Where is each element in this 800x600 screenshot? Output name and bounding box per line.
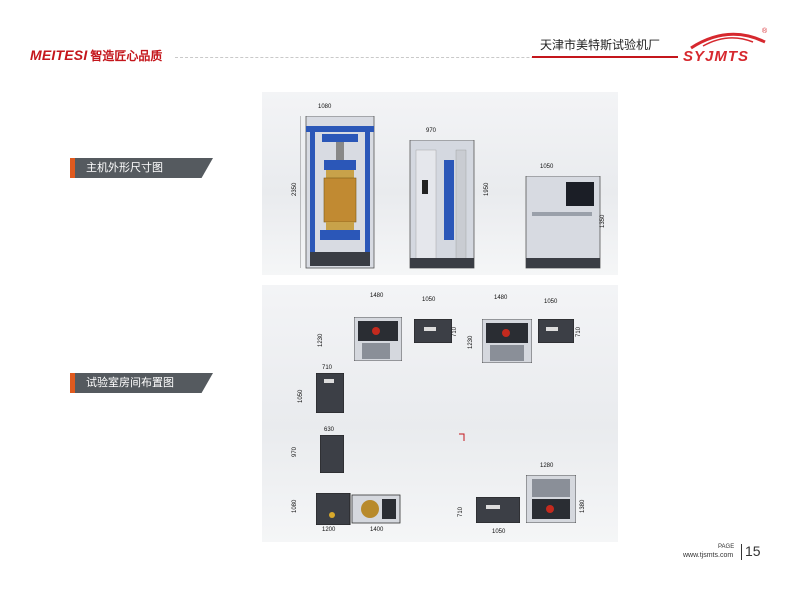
layout-f-width-dim: 630 xyxy=(324,427,335,433)
layout-g-width1-dim: 1200 xyxy=(322,527,336,533)
layout-g-machine xyxy=(316,493,401,525)
layout-e-cabinet xyxy=(316,373,344,413)
layout-h-width-dim: 1050 xyxy=(492,529,506,535)
red-marker-icon xyxy=(459,433,465,441)
layout-g-width2-dim: 1400 xyxy=(370,527,384,533)
layout-f-cabinet xyxy=(320,435,344,473)
layout-b-cabinet xyxy=(414,319,452,343)
layout-g-depth-dim: 1080 xyxy=(292,499,298,513)
footer-page-number: 15 xyxy=(745,543,761,559)
cabinet-width-dim: 1050 xyxy=(540,164,554,170)
brand-slogan: 智造匠心品质 xyxy=(90,48,163,63)
layout-f-depth-dim: 970 xyxy=(292,446,298,457)
layout-d-depth-dim: 710 xyxy=(576,326,582,337)
brand-logo: MEITESI 智造匠心品质 xyxy=(30,46,162,64)
section-tab-label: 试验室房间布置图 xyxy=(86,376,174,389)
layout-e-depth-dim: 1050 xyxy=(298,389,304,403)
header-dashed-line xyxy=(175,57,675,58)
layout-h-cabinet xyxy=(476,497,520,523)
footer-divider xyxy=(741,544,742,560)
layout-c-width-dim: 1480 xyxy=(494,295,508,301)
front-width-dim: 1080 xyxy=(318,104,332,110)
syjmts-logo-text: SYJMTS xyxy=(683,48,750,65)
section-tab-room-layout: 试验室房间布置图 xyxy=(70,373,213,393)
room-layout-drawing: 1480 1230 1050 710 1480 1230 1050 710 71… xyxy=(262,285,618,542)
brand-name: MEITESI xyxy=(30,47,88,63)
layout-b-depth-dim: 710 xyxy=(452,326,458,337)
syjmts-swoosh-icon xyxy=(690,32,766,50)
front-machine-drawing xyxy=(300,116,375,269)
layout-a-depth-dim: 1230 xyxy=(318,333,324,347)
side-height-dim: 1950 xyxy=(484,182,490,196)
layout-d-cabinet xyxy=(538,319,574,343)
layout-d-width-dim: 1050 xyxy=(544,299,558,305)
layout-e-width-dim: 710 xyxy=(322,365,333,371)
layout-i-width-dim: 1280 xyxy=(540,463,554,469)
layout-c-machine xyxy=(482,319,532,363)
layout-i-depth-dim: 1380 xyxy=(580,499,586,513)
footer-url: www.tjsmts.com xyxy=(683,552,734,559)
footer-page-label: PAGE xyxy=(718,544,735,550)
layout-a-machine xyxy=(354,317,402,361)
header-accent-line xyxy=(532,56,678,58)
control-cabinet-drawing xyxy=(525,176,601,269)
side-machine-drawing xyxy=(409,140,475,269)
layout-b-width-dim: 1050 xyxy=(422,297,436,303)
layout-c-depth-dim: 1230 xyxy=(468,335,474,349)
section-tab-label: 主机外形尺寸图 xyxy=(86,161,163,174)
side-width-dim: 970 xyxy=(426,128,437,134)
machine-dimensions-drawing: 1080 2350 970 1950 1050 1350 xyxy=(262,92,618,275)
layout-h-depth-dim: 710 xyxy=(458,506,464,517)
registered-mark: ® xyxy=(762,28,768,35)
layout-i-machine xyxy=(526,475,576,523)
company-name: 天津市美特斯试验机厂 xyxy=(540,38,661,52)
front-height-dim: 2350 xyxy=(292,182,298,196)
cabinet-height-dim: 1350 xyxy=(600,214,606,228)
section-tab-dimensions: 主机外形尺寸图 xyxy=(70,158,213,178)
layout-a-width-dim: 1480 xyxy=(370,293,384,299)
